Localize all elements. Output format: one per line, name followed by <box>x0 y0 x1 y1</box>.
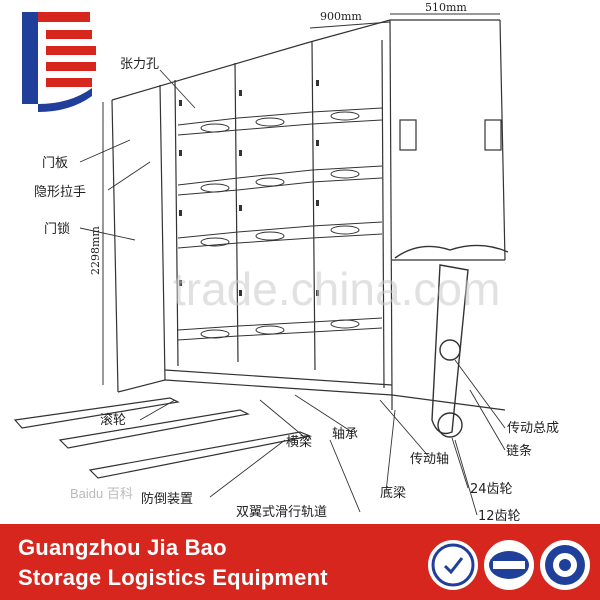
iaf-badge-icon <box>540 540 590 590</box>
company-name-line2: Storage Logistics Equipment <box>18 565 328 590</box>
label-cross-beam: 横梁 <box>286 435 312 450</box>
label-chain: 链条 <box>506 443 532 459</box>
width-dimension: 900mm <box>320 10 362 23</box>
drive-assembly <box>394 244 509 438</box>
label-roller: 滚轮 <box>100 412 126 428</box>
label-door-lock: 门锁 <box>44 221 70 237</box>
shelves <box>177 107 383 341</box>
label-drive-shaft: 传动轴 <box>410 452 449 467</box>
label-gear-24: 24齿轮 <box>470 482 513 497</box>
certification-badge-icon <box>428 540 478 590</box>
height-dimension: 2298mm <box>89 226 102 275</box>
upright-holes <box>179 80 319 296</box>
label-bearing: 轴承 <box>332 427 358 442</box>
label-hidden-handle: 隐形拉手 <box>34 185 86 200</box>
company-name-line1: Guangzhou Jia Bao <box>18 535 227 560</box>
label-drive-assembly: 传动总成 <box>507 421 559 436</box>
watermark-small: Baidu 百科 <box>70 486 133 501</box>
depth-dimension: 510mm <box>425 1 467 14</box>
label-tension-hole: 张力孔 <box>120 57 159 72</box>
rails <box>13 397 313 479</box>
dimension-lines <box>102 13 500 385</box>
label-door-panel: 门板 <box>42 156 68 171</box>
watermark-main: trade.china.com <box>173 263 500 315</box>
label-base-beam: 底梁 <box>380 485 406 501</box>
cnas-badge-icon <box>484 540 534 590</box>
label-anti-tip: 防倒装置 <box>141 491 193 507</box>
leader-lines <box>79 69 506 516</box>
label-double-wing-rail: 双翼式滑行轨道 <box>236 505 327 520</box>
label-gear-12: 12齿轮 <box>478 509 521 524</box>
company-logo <box>22 12 96 112</box>
cabinet-drawing: 900mm 510mm 2298mm 张力孔 门板 隐形拉手 门锁 滚轮 横梁 <box>13 1 559 524</box>
